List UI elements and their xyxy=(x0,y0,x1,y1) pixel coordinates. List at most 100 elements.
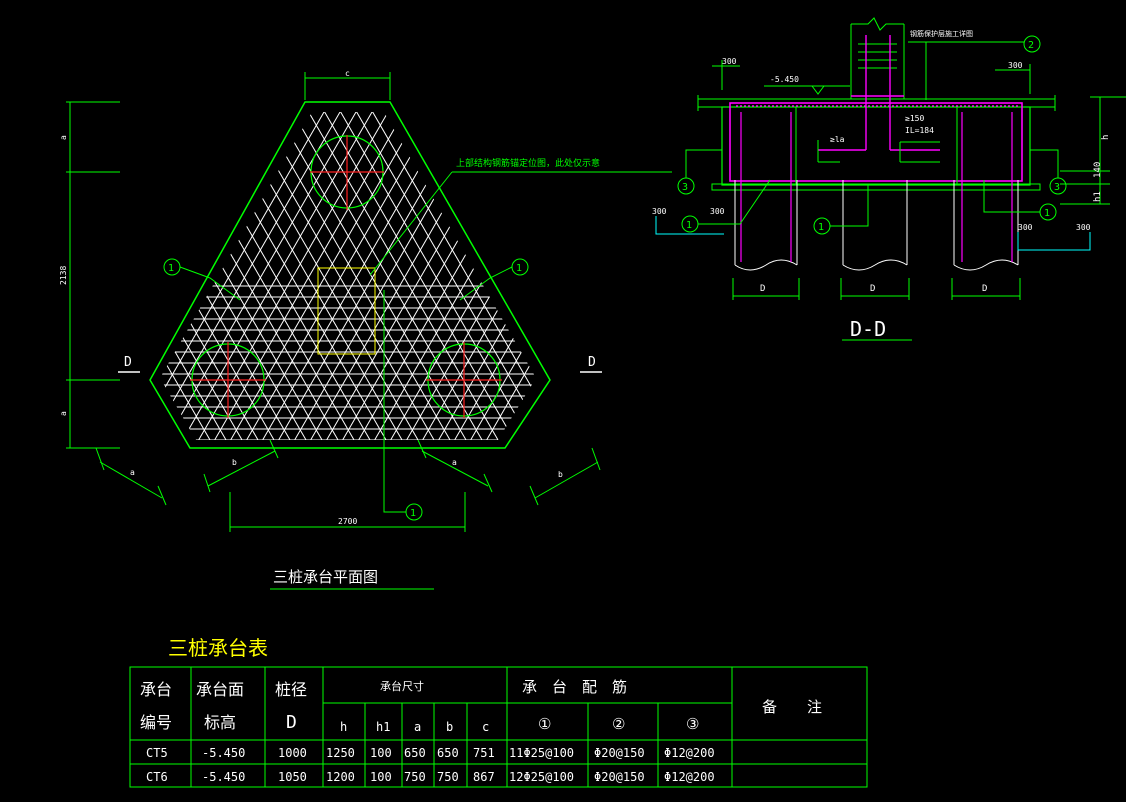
hdr-r2: ② xyxy=(612,715,625,733)
dim-h: h xyxy=(1101,135,1111,140)
callout-3-right: 3 xyxy=(1030,149,1067,195)
svg-text:100: 100 xyxy=(370,746,392,760)
rebar-line xyxy=(160,112,166,440)
dim-140: 140 xyxy=(1093,162,1103,178)
pile-dim-d3: D xyxy=(982,284,987,294)
cap-section xyxy=(721,106,1031,186)
dim-bottom-2700: 2700 xyxy=(338,517,357,526)
svg-text:1000: 1000 xyxy=(278,746,307,760)
hdr-id-1: 承台 xyxy=(140,680,172,699)
rebar-line xyxy=(0,0,37,500)
svg-text:650: 650 xyxy=(404,746,426,760)
top-300-dims xyxy=(712,60,1031,95)
dim-diagonals xyxy=(95,439,601,506)
dim-300-right: 300 xyxy=(1008,61,1023,70)
dim-left-top: a xyxy=(59,135,68,140)
rebar-line xyxy=(467,112,536,440)
rebar-line xyxy=(612,0,901,500)
table-title: 三桩承台表 xyxy=(168,636,268,660)
rebar-line xyxy=(0,0,5,500)
hdr-h1: h1 xyxy=(376,720,390,734)
callout-bottom: 1 xyxy=(383,290,423,521)
rebar-line xyxy=(676,0,965,500)
rebar-line xyxy=(772,0,1061,500)
embed-300-b: 300 xyxy=(710,207,725,216)
embed-dims xyxy=(655,216,1091,251)
rebar-line xyxy=(0,0,133,500)
pile-crosshairs xyxy=(190,135,502,418)
hdr-elev-2: 标高 xyxy=(204,713,236,732)
rebar-line xyxy=(0,0,149,500)
rebar-line xyxy=(160,112,374,440)
rebar-line xyxy=(160,112,246,440)
dim-left-mid: 2138 xyxy=(59,266,68,285)
rebar-line xyxy=(160,112,182,440)
pile-rebar xyxy=(740,112,1013,262)
rebar-line xyxy=(291,112,536,440)
svg-text:Φ12@200: Φ12@200 xyxy=(664,746,715,760)
rebar-line xyxy=(160,112,166,440)
hdr-note: 备 注 xyxy=(762,698,822,716)
callout-1-right: 1 xyxy=(983,180,1057,221)
dim-h1: h1 xyxy=(1093,191,1103,202)
hdr-h: h xyxy=(340,720,347,734)
rebar-line xyxy=(275,112,536,440)
rebar-line xyxy=(0,0,101,500)
section-view: D D D h 140 h1 300 300 -5.450 ≥150 IL=18… xyxy=(652,17,1126,341)
plan-view: a 2138 a c 2700 xyxy=(0,0,1061,590)
rebar-line xyxy=(307,112,536,440)
rebar-line xyxy=(708,0,997,500)
rebar-line xyxy=(0,0,69,500)
rebar-line xyxy=(0,0,21,500)
hdr-rebar: 承 台 配 筋 xyxy=(522,678,627,696)
rebar-line xyxy=(160,112,278,440)
hdr-dia-1: 桩径 xyxy=(275,680,307,699)
plan-note: 上部结构钢筋锚定位图，此处仅示意 xyxy=(456,157,600,169)
rebar-line xyxy=(163,112,454,440)
dim-left xyxy=(66,101,120,449)
svg-text:1: 1 xyxy=(168,263,174,274)
rebar-line xyxy=(160,112,278,440)
dim-la: ≥la xyxy=(830,135,845,144)
column-dowels xyxy=(818,35,940,151)
callout-left: 1 xyxy=(163,258,241,301)
column-note: 钢筋保护层施工详图 xyxy=(910,29,973,38)
right-dims xyxy=(1060,96,1126,205)
rebar-line xyxy=(660,0,949,500)
rebar-line xyxy=(0,0,85,500)
svg-text:11Φ25@100: 11Φ25@100 xyxy=(509,746,574,760)
rebar-line xyxy=(499,112,536,440)
dim-diag-left-a: a xyxy=(130,468,135,477)
rebar-line xyxy=(724,0,1013,500)
plan-title: 三桩承台平面图 xyxy=(273,568,378,586)
rebar-line xyxy=(160,112,230,440)
embed-300-c: 300 xyxy=(1018,223,1033,232)
rebar-line xyxy=(195,112,486,440)
elevation-label: -5.450 xyxy=(770,75,799,84)
dim-top xyxy=(304,72,391,100)
rebar-line xyxy=(580,0,869,500)
embed-300-a: 300 xyxy=(652,207,667,216)
rebar-line xyxy=(596,0,885,500)
section-title: D-D xyxy=(850,317,886,341)
dim-top-c: c xyxy=(345,69,350,78)
rebar-line xyxy=(0,0,101,500)
callout-2: 2 xyxy=(908,35,1041,100)
rebar-line xyxy=(419,112,536,440)
table-row: CT5 -5.450 1000 1250 100 650 650 751 11Φ… xyxy=(146,746,715,760)
svg-text:1: 1 xyxy=(410,508,416,519)
cap-rebar xyxy=(729,102,1023,182)
rebar-line xyxy=(339,112,536,440)
piles-section xyxy=(734,180,1019,271)
note-leader xyxy=(369,171,672,276)
rebar-line xyxy=(227,112,518,440)
rebar-line xyxy=(564,0,853,500)
rebar-line xyxy=(160,112,358,440)
rebar-line xyxy=(515,112,536,440)
callout-1-left: 1 xyxy=(681,179,771,233)
section-inner-lines xyxy=(795,107,958,184)
rebar-line xyxy=(660,0,949,500)
svg-text:100: 100 xyxy=(370,770,392,784)
svg-text:3: 3 xyxy=(682,182,688,193)
